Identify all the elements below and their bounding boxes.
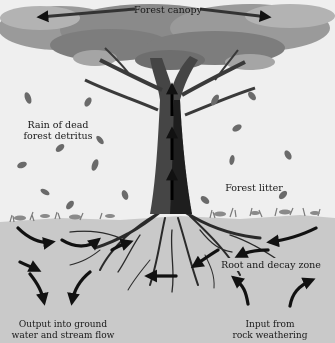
detritus-label-line: Rain of dead: [28, 120, 89, 131]
root-zone-label: Root and decay zone: [221, 260, 321, 271]
litter-label: Forest litter: [225, 183, 283, 194]
output-label-line: water and stream flow: [12, 331, 115, 341]
input-label-line: rock weathering: [233, 331, 308, 341]
output-label-line: Output into ground: [19, 320, 107, 330]
detritus-label-line: forest detritus: [23, 131, 92, 142]
root-zone-label-group: Root and decay zone: [216, 258, 326, 271]
canopy-label: Forest canopy: [134, 5, 203, 16]
output-label: Output into ground water and stream flow: [12, 320, 115, 341]
input-label-line: Input from: [246, 320, 295, 330]
detritus-label: Rain of dead forest detritus: [23, 120, 92, 142]
